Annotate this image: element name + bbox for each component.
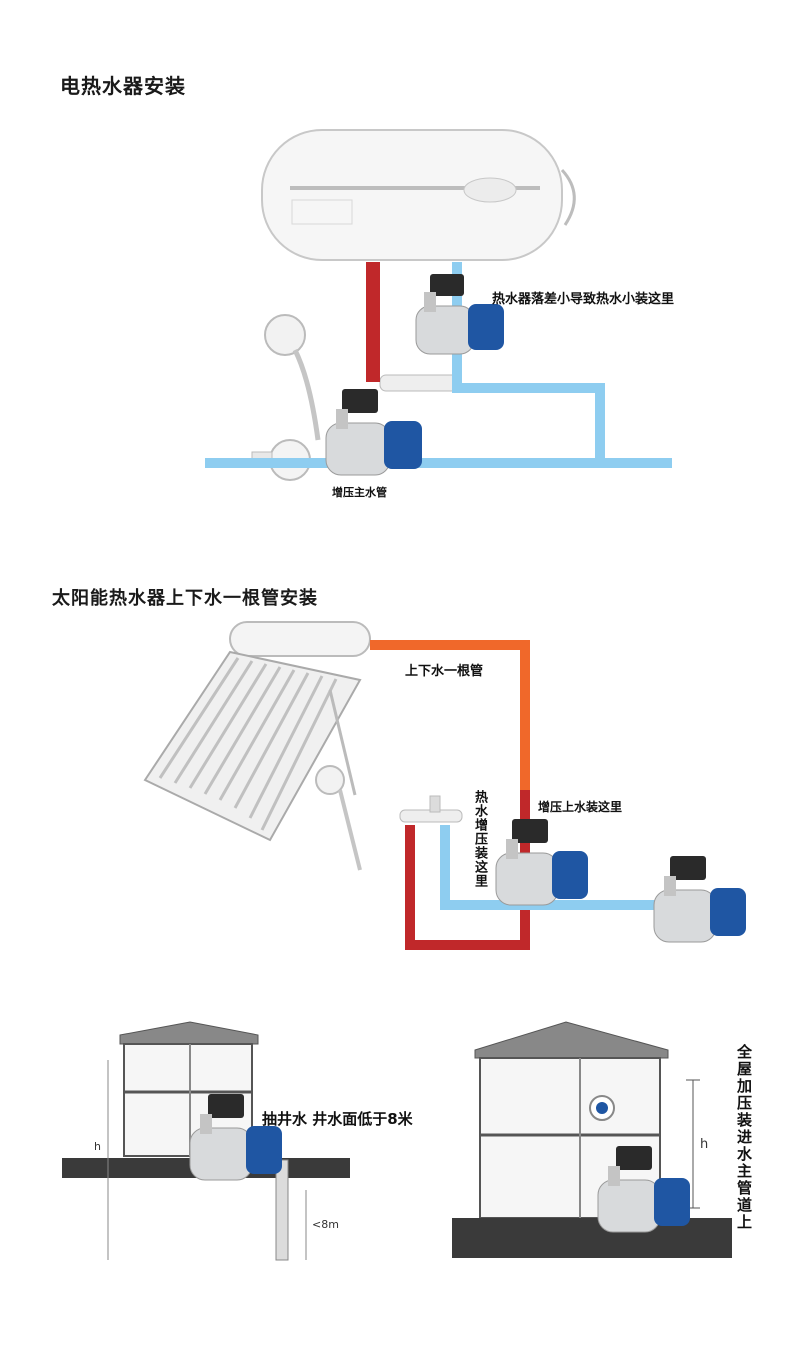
section-houses: 抽井水 井水面低于8米 h <8m h 全屋加压装进水主管道上 bbox=[0, 1000, 790, 1346]
label-whole-house: 全屋加压装进水主管道上 bbox=[735, 1044, 753, 1231]
section-solar-heater: 太阳能热水器上下水一根管安装 上下水一根管 bbox=[0, 540, 790, 960]
booster-pump-whole-house bbox=[597, 1146, 690, 1233]
label-main-pipe: 增压主水管 bbox=[332, 486, 387, 499]
cold-main-pipe bbox=[205, 458, 672, 468]
booster-pump-main bbox=[325, 389, 422, 476]
booster-pump-hot bbox=[495, 819, 588, 906]
section-title-electric: 电热水器安装 bbox=[60, 74, 186, 98]
label-inlet-booster: 增压上水装这里 bbox=[538, 800, 623, 814]
single-pipe bbox=[370, 640, 530, 650]
booster-pump-well bbox=[189, 1094, 282, 1181]
section-title-solar: 太阳能热水器上下水一根管安装 bbox=[52, 588, 318, 609]
label-hot-booster: 热水增压装这里 bbox=[472, 790, 487, 888]
cold-pipe-loop bbox=[440, 900, 670, 910]
booster-pump-inlet bbox=[653, 856, 746, 943]
section-electric-heater: 电热水器安装 热水器落差小导致热水小装这里 bbox=[0, 0, 790, 540]
label-depth: <8m bbox=[312, 1218, 339, 1231]
solar-heater-illustration bbox=[143, 621, 463, 871]
label-heater-booster: 热水器落差小导致热水小装这里 bbox=[492, 292, 675, 307]
booster-pump-top bbox=[415, 274, 504, 355]
label-well-water: 抽井水 井水面低于8米 bbox=[262, 1110, 413, 1128]
label-h-left: h bbox=[94, 1140, 101, 1153]
label-single-pipe: 上下水一根管 bbox=[405, 664, 484, 679]
hot-pipe bbox=[366, 262, 380, 382]
water-heater-illustration bbox=[251, 129, 576, 481]
label-h-right: h bbox=[700, 1137, 709, 1152]
